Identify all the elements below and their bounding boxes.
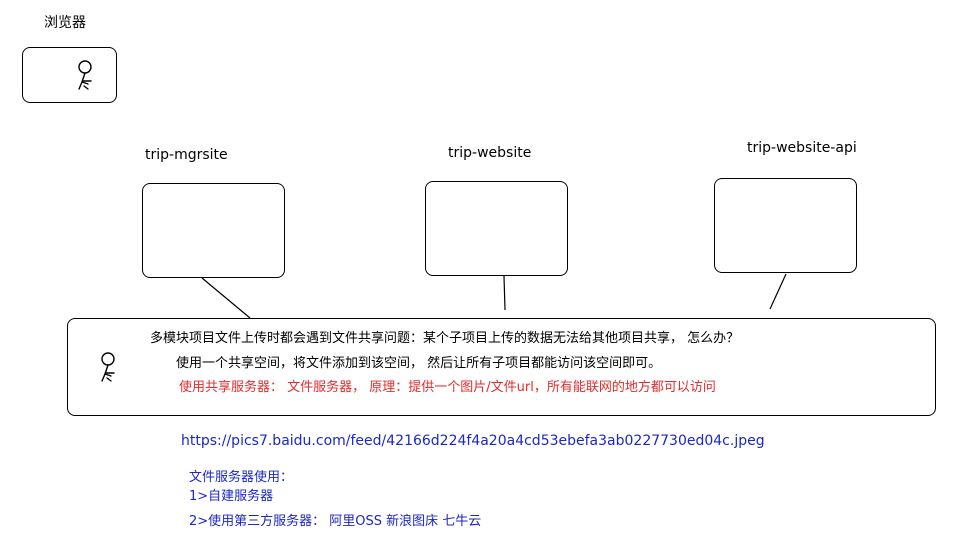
connector-mgrsite — [201, 277, 251, 319]
project-box-website — [425, 181, 568, 276]
browser-title: 浏览器 — [44, 15, 86, 31]
project-box-mgrsite — [142, 183, 285, 278]
project-label-mgrsite: trip-mgrsite — [145, 147, 228, 163]
problem-recommendation: 使用共享服务器： 文件服务器， 原理：提供一个图片/文件url，所有能联网的地方… — [179, 380, 716, 395]
problem-box — [67, 318, 936, 416]
file-server-heading: 文件服务器使用： — [189, 470, 294, 485]
connector-website — [503, 275, 506, 311]
example-url-link[interactable]: https://pics7.baidu.com/feed/42166d224f4… — [181, 433, 765, 449]
connector-website-api — [769, 273, 787, 310]
person-icon — [101, 352, 115, 382]
file-server-option-1: 1>自建服务器 — [189, 489, 274, 504]
problem-solution: 使用一个共享空间，将文件添加到该空间， 然后让所有子项目都能访问该空间即可。 — [176, 356, 662, 371]
project-box-website-api — [714, 178, 857, 273]
problem-question: 多模块项目文件上传时都会遇到文件共享问题：某个子项目上传的数据无法给其他项目共享… — [150, 331, 740, 346]
file-server-option-2: 2>使用第三方服务器： 阿里OSS 新浪图床 七牛云 — [189, 514, 482, 529]
browser-box — [22, 47, 117, 103]
project-label-website: trip-website — [448, 145, 532, 161]
person-icon — [78, 60, 92, 90]
project-label-website-api: trip-website-api — [747, 140, 857, 156]
